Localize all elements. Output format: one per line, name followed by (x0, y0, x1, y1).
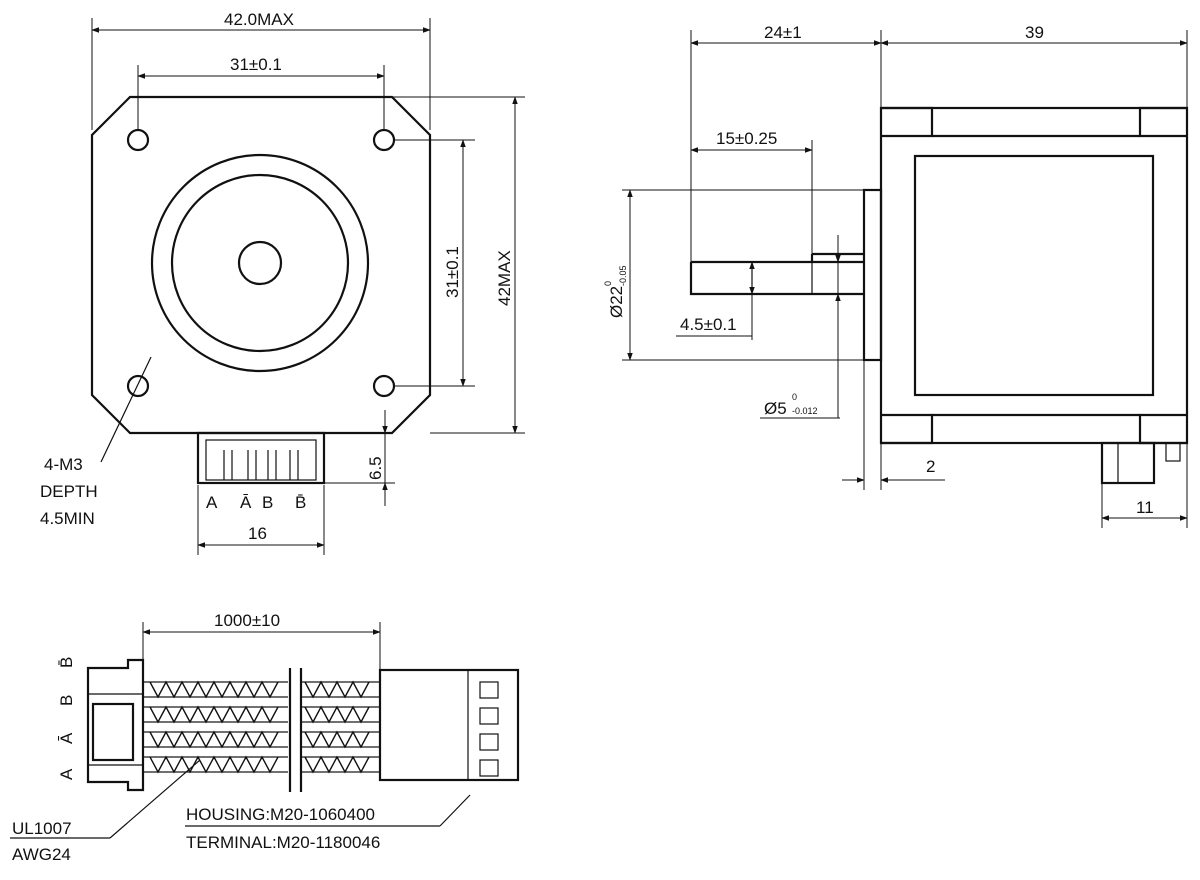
dim-flat-depth-label: 4.5±0.1 (680, 315, 737, 334)
dim-connector-depth-label: 11 (1136, 498, 1154, 517)
hole-note-line3: 4.5MIN (40, 509, 95, 528)
mount-hole-bottom-right (372, 374, 396, 398)
side-body-outline (879, 106, 1189, 445)
wire-label-b-bar: B̄ (57, 657, 76, 668)
mount-hole-top-right (372, 128, 396, 152)
dim-shaft-diameter-label: Ø5 (764, 399, 787, 418)
front-connector (196, 431, 326, 485)
wire-note-line2: AWG24 (12, 845, 71, 864)
boss-outer-circle (150, 153, 370, 373)
hole-note-line1: 4-M3 (44, 455, 83, 474)
dim-body-length-label: 39 (1025, 23, 1044, 42)
dim-boss-diameter-tol-zero: 0 (603, 281, 613, 286)
dim-connector-offset-label: 6.5 (366, 456, 385, 480)
pin-label-b-bar: B̄ (295, 493, 306, 512)
side-view: 24±1 39 15±0.25 Ø22 0 -0.05 4.5±0.1 Ø5 0… (603, 23, 1189, 528)
hole-note-line2: DEPTH (40, 482, 98, 501)
housing-label: HOUSING:M20-1060400 (186, 805, 375, 824)
mount-hole-bottom-left (126, 374, 150, 398)
pin-label-a: A (206, 493, 218, 512)
side-boss (862, 188, 883, 362)
dim-shaft-diameter-tol: -0.012 (792, 406, 818, 416)
pin-label-b: B (262, 493, 273, 512)
side-stator-block (913, 154, 1155, 397)
terminal-label: TERMINAL:M20-1180046 (186, 833, 380, 852)
pin-label-a-bar: Ā (240, 493, 252, 512)
side-connector (1100, 441, 1156, 485)
cable-terminal-housing (378, 668, 520, 782)
front-face-outline (90, 95, 432, 435)
front-view: 4-M3 DEPTH 4.5MIN A Ā B B̄ 42.0MAX 31±0. (40, 10, 525, 555)
dim-connector-width-label: 16 (248, 524, 267, 543)
dim-shaft-length-label: 24±1 (764, 23, 802, 42)
wire-label-a: A (57, 768, 76, 780)
cable-wires (142, 668, 381, 792)
wire-note-line1: UL1007 (12, 819, 72, 838)
wire-label-b: B (57, 695, 76, 706)
dim-flat-length-label: 15±0.25 (716, 129, 777, 148)
dim-hole-spacing-vertical-label: 31±0.1 (443, 246, 462, 298)
boss-inner-circle (170, 173, 350, 353)
dim-boss-diameter-label: Ø22 (607, 286, 626, 318)
side-cap-top-right (1138, 106, 1187, 138)
dim-boss-height-label: 2 (926, 457, 935, 476)
side-cap-bottom-left (881, 413, 934, 445)
side-cap-bottom-right (1138, 413, 1187, 445)
dim-boss-diameter-tol: -0.05 (618, 265, 628, 286)
cable-motor-connector (86, 658, 145, 792)
mount-hole-top-left (126, 128, 150, 152)
dim-width-label: 42.0MAX (224, 10, 294, 29)
shaft-circle (237, 240, 283, 286)
side-shaft (689, 260, 864, 296)
wire-label-a-bar: Ā (57, 732, 76, 744)
cable-view: 1000±10 B̄ B Ā A UL1007 AWG24 HOUSING:M2… (10, 611, 520, 864)
dim-shaft-diameter-tol-zero: 0 (792, 392, 797, 402)
dim-height-label: 42MAX (495, 250, 514, 306)
side-cap-top-left (881, 106, 934, 138)
dim-cable-length-label: 1000±10 (214, 611, 280, 630)
hole-leader-line (100, 356, 152, 463)
dim-hole-spacing-label: 31±0.1 (230, 55, 282, 74)
